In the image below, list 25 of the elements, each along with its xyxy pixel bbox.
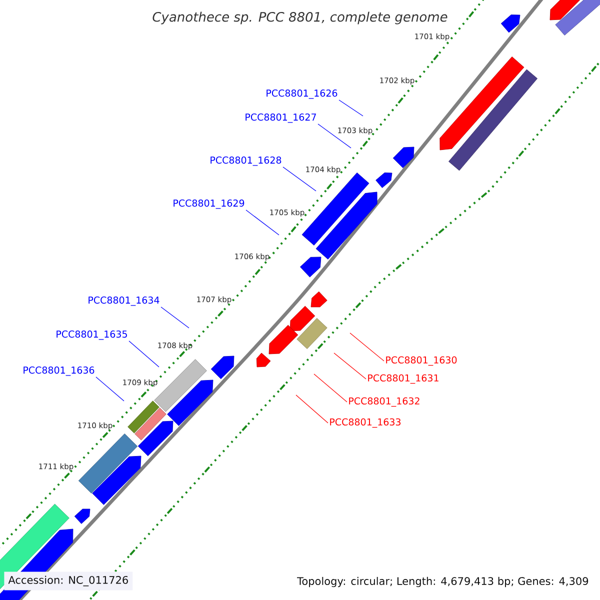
leader-line [296,394,328,424]
gene-label: PCC8801_1634 [88,296,160,306]
leader-line [282,166,316,192]
gene-label: PCC8801_1630 [386,356,457,366]
leader-line [96,376,124,402]
accession-label: Accession: NC_011726 [4,572,133,590]
title: Cyanothece sp. PCC 8801, complete genome [152,12,448,24]
gene-label: PCC8801_1629 [174,200,244,209]
gene-label: PCC8801_1628 [210,156,282,166]
gene-label: PCC8801_1627 [246,114,316,123]
leader-line [246,210,280,236]
leader-line [314,374,348,402]
gene-label: PCC8801_1635 [56,330,127,340]
gene-label: PCC8801_1631 [368,374,438,384]
gene-label: PCC8801_1626 [266,90,338,99]
leader-line [160,306,190,328]
gene-label: PCC8801_1633 [330,418,401,428]
leader-line [338,100,364,116]
genome-info: Topology: circular; Length: 4,679,413 bp; Genes: 4,309 [297,576,588,588]
gene-label: PCC8801_1636 [24,366,94,376]
gene-label: PCC8801_1632 [349,397,420,407]
leader-line [350,332,384,362]
leader-line [128,340,160,368]
leader-line [334,352,366,380]
leader-line [318,124,352,148]
